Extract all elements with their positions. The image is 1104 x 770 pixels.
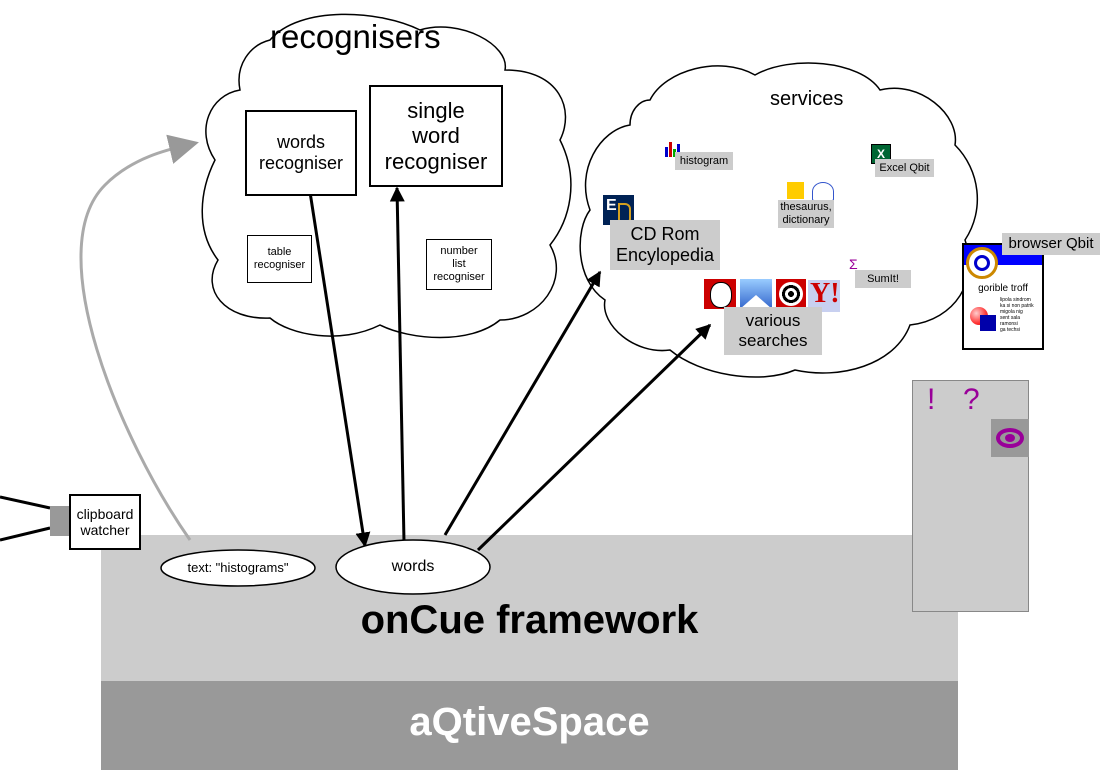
dictionary-icon[interactable] (812, 182, 834, 201)
thesaurus-dictionary-label[interactable]: thesaurus, dictionary (778, 200, 834, 228)
platform-title: aQtiveSpace (409, 700, 650, 744)
aqtivespace-band (101, 681, 958, 770)
thesaurus-icon[interactable] (787, 182, 804, 199)
browser-qbit-label[interactable]: browser Qbit (1002, 233, 1100, 255)
side-panel[interactable]: ! ? (912, 380, 1029, 612)
excel-qbit-label[interactable]: Excel Qbit (875, 159, 934, 177)
number-list-recogniser-box[interactable]: number list recogniser (426, 239, 492, 290)
text-token-ellipse (160, 549, 316, 587)
search-target-icon[interactable] (776, 279, 806, 309)
search-face-icon[interactable] (704, 279, 736, 309)
browser-doc-title: gorible troff (978, 283, 1028, 294)
words-recogniser-box[interactable]: words recogniser (245, 110, 357, 196)
clipboard-wire-top (0, 495, 51, 510)
text-token-label: text: "histograms" (187, 560, 289, 575)
browser-wheel-icon (966, 247, 998, 279)
sigma-icon[interactable]: Σ (849, 256, 858, 272)
arrow-words-to-searches (476, 323, 712, 552)
sumit-label[interactable]: SumIt! (855, 270, 911, 288)
gray-arrow (79, 134, 199, 541)
table-recogniser-box[interactable]: table recogniser (247, 235, 312, 283)
words-token-ellipse (335, 539, 491, 595)
cd-rom-encyclopedia-label[interactable]: CD Rom Encylopedia (610, 220, 720, 270)
search-mountain-icon[interactable] (740, 279, 772, 309)
browser-doc-text: lipola sindrom ka si non patrik migola n… (1000, 297, 1034, 333)
clipboard-wire-bottom (0, 526, 51, 542)
browser-cube-icon (980, 315, 996, 331)
histogram-label[interactable]: histogram (675, 152, 733, 170)
arrow-recogniser-to-words (308, 191, 371, 548)
single-word-recogniser-box[interactable]: single word recogniser (369, 85, 503, 187)
exclaim-icon[interactable]: ! (927, 383, 936, 416)
framework-title: onCue framework (360, 598, 699, 642)
recognisers-title: recognisers (270, 18, 441, 55)
yahoo-icon[interactable]: Y! (808, 280, 840, 312)
services-title: services (770, 88, 844, 110)
clipboard-watcher-box[interactable]: clipboard watcher (69, 494, 141, 550)
question-icon[interactable]: ? (963, 383, 980, 416)
words-token-label: words (391, 558, 435, 575)
arrow-words-to-cdrom (443, 270, 602, 536)
logo-icon[interactable] (991, 419, 1029, 457)
arrow-words-to-single (389, 186, 406, 543)
various-searches-label[interactable]: various searches (724, 307, 822, 355)
browser-window[interactable]: gorible troff lipola sindrom ka si non p… (962, 243, 1044, 350)
clipboard-plug (50, 506, 70, 536)
